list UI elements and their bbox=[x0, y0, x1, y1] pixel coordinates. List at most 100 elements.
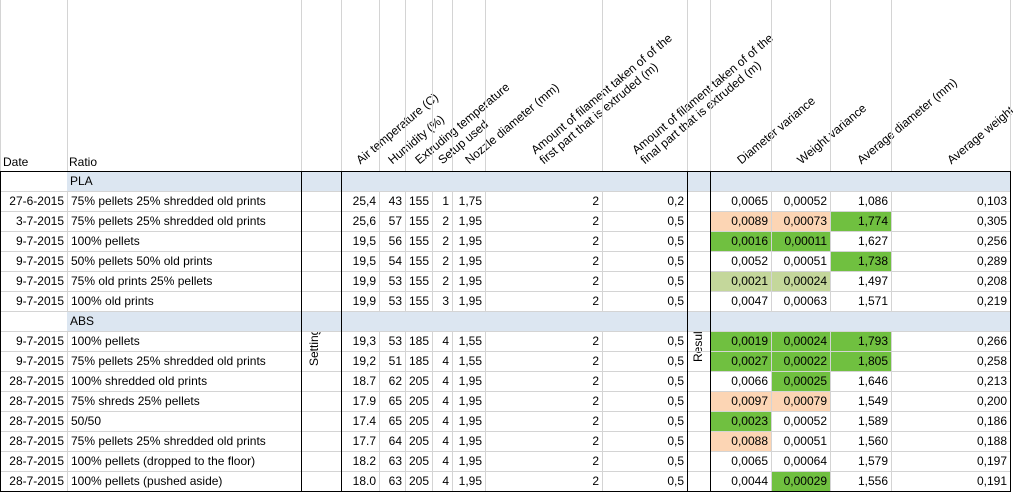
cell-first[interactable]: 2 bbox=[592, 294, 599, 308]
cell-avgw[interactable]: 0,208 bbox=[976, 274, 1007, 288]
header-avgw[interactable]: Average weight (g) bbox=[944, 92, 1013, 167]
cell-ratio[interactable]: 75% pellets 25% shredded old prints bbox=[71, 354, 266, 368]
cell-avgw[interactable]: 0,258 bbox=[976, 354, 1007, 368]
cell-avgd[interactable]: 1,497 bbox=[857, 274, 888, 288]
cell-ext[interactable]: 205 bbox=[409, 454, 430, 468]
cell-dvar[interactable]: 0,0047 bbox=[731, 294, 768, 308]
cell-ext[interactable]: 155 bbox=[409, 214, 430, 228]
cell-setup[interactable]: 4 bbox=[442, 434, 449, 448]
cell-ratio[interactable]: 75% old prints 25% pellets bbox=[71, 274, 213, 288]
cell-nozzle[interactable]: 1,55 bbox=[458, 334, 482, 348]
cell-final[interactable]: 0,5 bbox=[667, 434, 684, 448]
header-ratio[interactable]: Ratio bbox=[69, 155, 98, 169]
cell-wvar[interactable]: 0,00052 bbox=[783, 194, 827, 208]
cell-final[interactable]: 0,5 bbox=[667, 374, 684, 388]
cell-date[interactable]: 28-7-2015 bbox=[9, 454, 64, 468]
cell-setup[interactable]: 2 bbox=[442, 274, 449, 288]
cell-avgw[interactable]: 0,266 bbox=[976, 334, 1007, 348]
cell-hum[interactable]: 64 bbox=[388, 434, 402, 448]
cell-avgd[interactable]: 1,086 bbox=[857, 194, 888, 208]
cell-ratio[interactable]: 100% pellets bbox=[71, 234, 140, 248]
cell-ratio[interactable]: 100% shredded old prints bbox=[71, 374, 208, 388]
cell-ext[interactable]: 205 bbox=[409, 374, 430, 388]
cell-date[interactable]: 9-7-2015 bbox=[15, 294, 64, 308]
cell-hum[interactable]: 51 bbox=[388, 354, 402, 368]
cell-date[interactable]: 28-7-2015 bbox=[9, 414, 64, 428]
cell-first[interactable]: 2 bbox=[592, 334, 599, 348]
cell-first[interactable]: 2 bbox=[592, 234, 599, 248]
cell-date[interactable]: 9-7-2015 bbox=[15, 274, 64, 288]
cell-avgd[interactable]: 1,738 bbox=[831, 252, 891, 271]
cell-avgw[interactable]: 0,191 bbox=[976, 474, 1007, 488]
cell-ratio[interactable]: 75% pellets 25% shredded old prints bbox=[71, 214, 266, 228]
cell-hum[interactable]: 43 bbox=[388, 194, 402, 208]
cell-hum[interactable]: 63 bbox=[388, 454, 402, 468]
cell-setup[interactable]: 2 bbox=[442, 214, 449, 228]
cell-nozzle[interactable]: 1,55 bbox=[458, 354, 482, 368]
cell-avgd[interactable]: 1,774 bbox=[831, 212, 891, 231]
cell-nozzle[interactable]: 1,95 bbox=[458, 234, 482, 248]
cell-wvar[interactable]: 0,00073 bbox=[772, 212, 830, 231]
cell-ratio[interactable]: 100% pellets (dropped to the floor) bbox=[71, 454, 256, 468]
cell-date[interactable]: 28-7-2015 bbox=[9, 374, 64, 388]
cell-final[interactable]: 0,5 bbox=[667, 274, 684, 288]
cell-hum[interactable]: 65 bbox=[388, 394, 402, 408]
cell-avgw[interactable]: 0,103 bbox=[976, 194, 1007, 208]
cell-ext[interactable]: 155 bbox=[409, 254, 430, 268]
cell-ratio[interactable]: 100% pellets (pushed aside) bbox=[71, 474, 223, 488]
cell-setup[interactable]: 3 bbox=[442, 294, 449, 308]
cell-hum[interactable]: 63 bbox=[388, 474, 402, 488]
cell-final[interactable]: 0,5 bbox=[667, 454, 684, 468]
cell-setup[interactable]: 4 bbox=[442, 454, 449, 468]
cell-avgd[interactable]: 1,589 bbox=[857, 414, 888, 428]
cell-ratio[interactable]: 75% pellets 25% shredded old prints bbox=[71, 434, 266, 448]
cell-avgd[interactable]: 1,793 bbox=[831, 332, 891, 351]
cell-final[interactable]: 0,5 bbox=[667, 474, 684, 488]
cell-avgw[interactable]: 0,289 bbox=[976, 254, 1007, 268]
cell-dvar[interactable]: 0,0097 bbox=[711, 392, 771, 411]
header-date[interactable]: Date bbox=[3, 155, 29, 169]
cell-avgw[interactable]: 0,256 bbox=[976, 234, 1007, 248]
cell-avgw[interactable]: 0,305 bbox=[976, 214, 1007, 228]
cell-hum[interactable]: 53 bbox=[388, 294, 402, 308]
cell-final[interactable]: 0,5 bbox=[667, 214, 684, 228]
cell-dvar[interactable]: 0,0019 bbox=[711, 332, 771, 351]
cell-final[interactable]: 0,5 bbox=[667, 254, 684, 268]
cell-wvar[interactable]: 0,00051 bbox=[783, 254, 827, 268]
cell-final[interactable]: 0,5 bbox=[667, 294, 684, 308]
cell-avgw[interactable]: 0,213 bbox=[976, 374, 1007, 388]
cell-avgw[interactable]: 0,200 bbox=[976, 394, 1007, 408]
cell-avgw[interactable]: 0,197 bbox=[976, 454, 1007, 468]
cell-date[interactable]: 9-7-2015 bbox=[15, 254, 64, 268]
cell-wvar[interactable]: 0,00022 bbox=[772, 352, 830, 371]
cell-wvar[interactable]: 0,00024 bbox=[772, 272, 830, 291]
cell-nozzle[interactable]: 1,95 bbox=[458, 214, 482, 228]
cell-air[interactable]: 19,5 bbox=[352, 254, 376, 268]
cell-dvar[interactable]: 0,0088 bbox=[711, 432, 771, 451]
cell-date[interactable]: 9-7-2015 bbox=[15, 334, 64, 348]
cell-air[interactable]: 18.2 bbox=[352, 454, 376, 468]
cell-setup[interactable]: 2 bbox=[442, 234, 449, 248]
cell-nozzle[interactable]: 1,95 bbox=[458, 274, 482, 288]
cell-air[interactable]: 17.7 bbox=[352, 434, 376, 448]
cell-date[interactable]: 27-6-2015 bbox=[9, 194, 64, 208]
cell-avgd[interactable]: 1,627 bbox=[857, 234, 888, 248]
cell-dvar[interactable]: 0,0052 bbox=[731, 254, 768, 268]
cell-hum[interactable]: 62 bbox=[388, 374, 402, 388]
cell-hum[interactable]: 53 bbox=[388, 274, 402, 288]
cell-final[interactable]: 0,5 bbox=[667, 394, 684, 408]
cell-final[interactable]: 0,5 bbox=[667, 334, 684, 348]
group-label[interactable]: PLA bbox=[70, 174, 93, 188]
cell-first[interactable]: 2 bbox=[592, 434, 599, 448]
cell-wvar[interactable]: 0,00029 bbox=[772, 472, 830, 491]
cell-air[interactable]: 19,3 bbox=[352, 334, 376, 348]
cell-air[interactable]: 18.7 bbox=[352, 374, 376, 388]
cell-final[interactable]: 0,2 bbox=[667, 194, 684, 208]
cell-ratio[interactable]: 75% pellets 25% shredded old prints bbox=[71, 194, 266, 208]
cell-avgd[interactable]: 1,560 bbox=[857, 434, 888, 448]
cell-nozzle[interactable]: 1,95 bbox=[458, 454, 482, 468]
cell-ratio[interactable]: 75% shreds 25% pellets bbox=[71, 394, 200, 408]
cell-setup[interactable]: 2 bbox=[442, 254, 449, 268]
header-avgd[interactable]: Average diameter (mm) bbox=[854, 75, 959, 167]
cell-nozzle[interactable]: 1,95 bbox=[458, 394, 482, 408]
